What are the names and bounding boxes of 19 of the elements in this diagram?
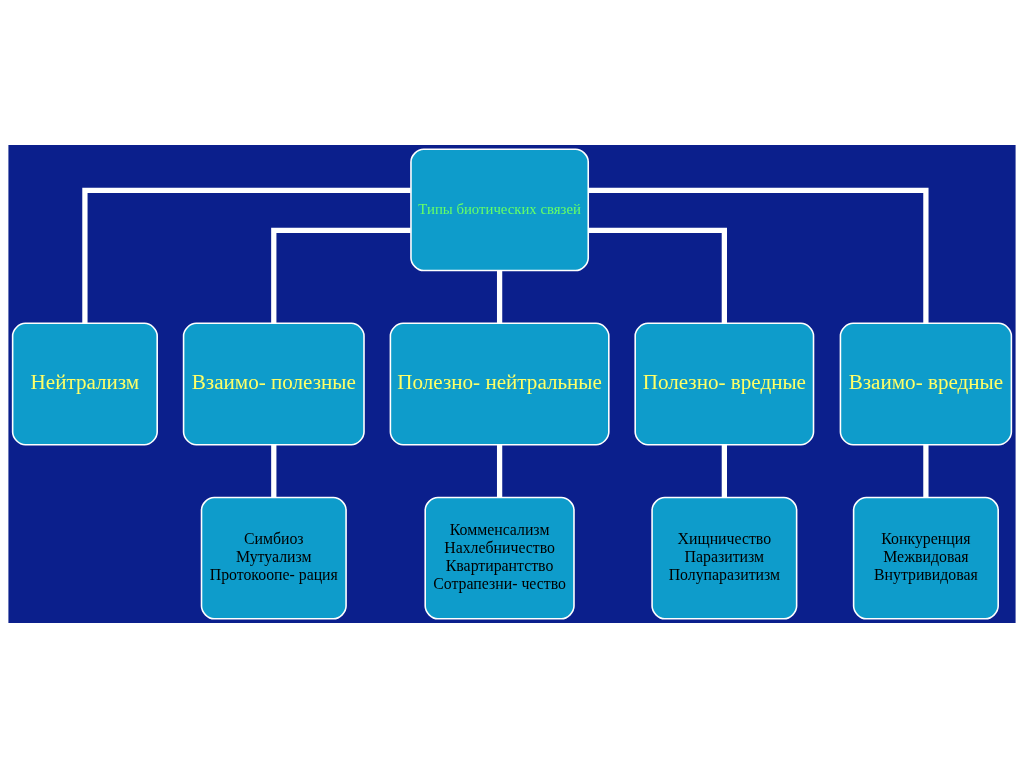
node-box: Симбиоз Мутуализм Протокоопе- рация [200, 496, 347, 620]
node-box: Типы биотических связей [410, 147, 590, 271]
connector [923, 444, 929, 497]
node-box: Конкуренция Межвидовая Внутривидовая [852, 496, 999, 620]
connector [588, 187, 929, 323]
node-box: Полезно- вредные [634, 322, 815, 445]
connector [82, 187, 411, 323]
node-box: Взаимо- вредные [839, 322, 1013, 445]
connector [271, 444, 277, 497]
node-box: Нейтрализм [11, 322, 158, 445]
node-box: Комменсализм Нахлебничество Квартирантство Сотрапезни- чество [424, 496, 575, 620]
connector [271, 227, 411, 323]
node-box: Взаимо- полезные [182, 322, 365, 445]
connector [588, 227, 727, 323]
node-box: Хищничество Паразитизм Полупаразитизм [651, 496, 798, 620]
connector [496, 270, 503, 323]
connector [496, 444, 503, 497]
node-box: Полезно- нейтральные [389, 322, 610, 445]
connector [721, 444, 727, 497]
